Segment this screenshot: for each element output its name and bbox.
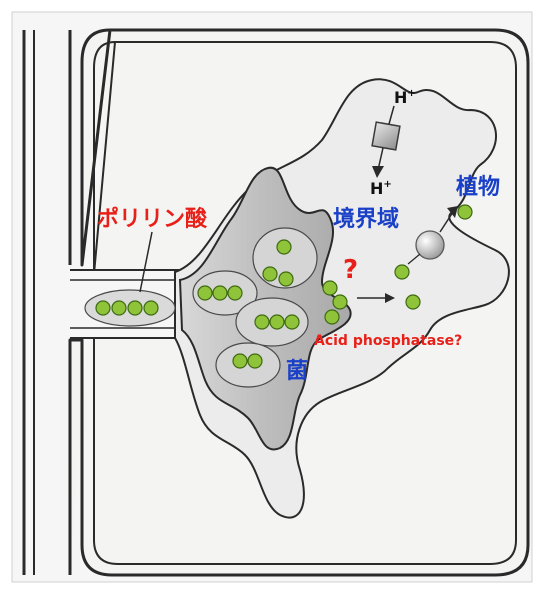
granule [96,301,110,315]
granule [285,315,299,329]
granule [233,354,247,368]
proton-top-symbol: H [394,88,407,107]
phosphate-transporter [416,231,444,259]
granule [128,301,142,315]
fungus-label: 菌 [286,359,308,384]
proton-bottom-charge: + [383,179,391,190]
granule [213,286,227,300]
granule [277,240,291,254]
proton-bottom-symbol: H [370,179,383,198]
enzyme-label: Acid phosphatase? [314,333,462,349]
granule [323,281,337,295]
granule [198,286,212,300]
proton-top-charge: + [407,88,415,99]
interface-label: 境界域 [333,206,399,232]
vesicle-4 [216,343,280,387]
granule [395,265,409,279]
granule [279,272,293,286]
question-mark: ? [343,255,358,285]
granule [270,315,284,329]
polyphosphate-label: ポリリン酸 [97,206,208,232]
granule [228,286,242,300]
granule [255,315,269,329]
proton-pump [372,122,400,150]
granule [325,310,339,324]
plant-label: 植物 [456,174,500,200]
granule [406,295,420,309]
granule [458,205,472,219]
granule [333,295,347,309]
granule [248,354,262,368]
granule [263,267,277,281]
granule [144,301,158,315]
granule [112,301,126,315]
